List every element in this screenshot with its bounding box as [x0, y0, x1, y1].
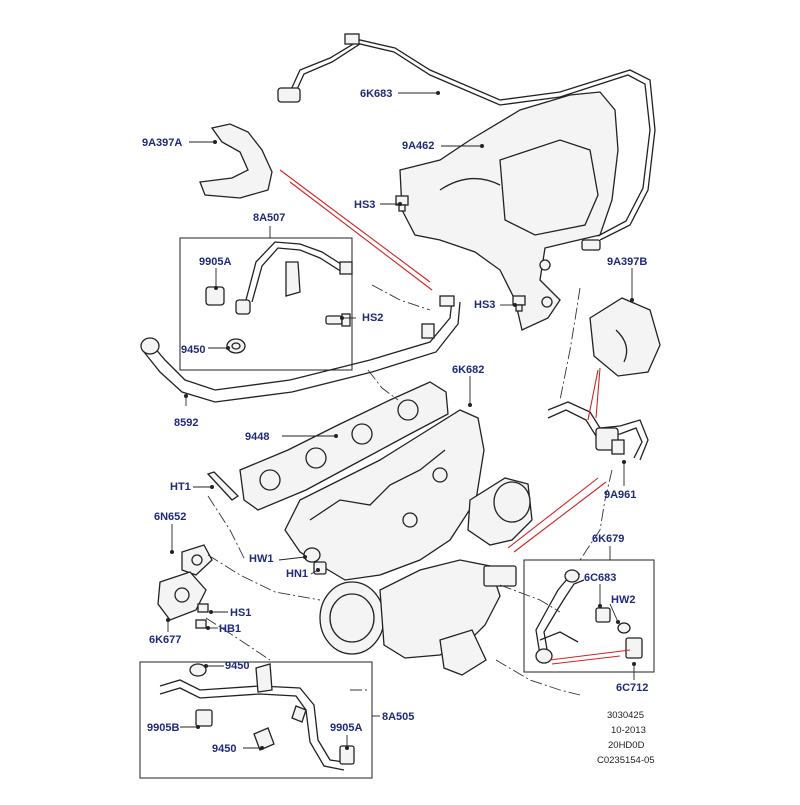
callout-6c712: 6C712 — [616, 682, 649, 694]
callout-9a961: 9A961 — [604, 489, 637, 501]
flange-6n652 — [181, 544, 213, 576]
box-8a507 — [179, 237, 353, 371]
manifold-6k682 — [284, 409, 485, 581]
reference-code: 20HD0D — [608, 740, 645, 751]
bolt-hs3-lower — [512, 295, 526, 312]
callout-6c683: 6C683 — [584, 572, 617, 584]
box-6k679 — [523, 559, 655, 673]
pipe-6k683 — [277, 33, 656, 251]
flange-6k677 — [157, 571, 209, 629]
gasket-9448 — [239, 381, 449, 511]
callout-hw2: HW2 — [611, 594, 636, 606]
connector-6c683 — [595, 607, 611, 623]
callout-9905a-upper: 9905A — [199, 256, 232, 268]
turbocharger — [319, 477, 533, 676]
callout-6k677: 6K677 — [149, 634, 182, 646]
callout-8a505: 8A505 — [382, 711, 415, 723]
callout-8a507: 8A507 — [253, 212, 286, 224]
callout-9450-upper: 9450 — [181, 344, 206, 356]
callout-hn1: HN1 — [286, 568, 309, 580]
bolt-hs3-upper — [395, 195, 409, 212]
callout-9905b: 9905B — [147, 722, 180, 734]
reference-id: C0235154-05 — [597, 755, 655, 766]
callout-hs2: HS2 — [362, 312, 384, 324]
callout-hs3-lower: HS3 — [474, 299, 496, 311]
callout-6k682: 6K682 — [452, 364, 485, 376]
callout-hs1: HS1 — [230, 607, 252, 619]
callout-8592: 8592 — [174, 417, 199, 429]
callout-9450-lower: 9450 — [212, 743, 237, 755]
shield-9a397a — [199, 123, 273, 199]
callout-6k679: 6K679 — [592, 533, 625, 545]
callout-9a397a: 9A397A — [142, 137, 183, 149]
callout-9450-middle: 9450 — [225, 660, 250, 672]
callout-hs3-upper: HS3 — [354, 199, 376, 211]
heat-shield-9a462 — [399, 91, 619, 331]
assembly-lines — [205, 284, 613, 696]
callout-9905a-lower: 9905A — [330, 722, 363, 734]
red-alignment-lines — [279, 169, 631, 665]
pipe-6k679 — [535, 569, 585, 664]
washer-hw1 — [303, 547, 321, 563]
bolt-hs2 — [325, 313, 351, 327]
connector-6c712 — [625, 637, 643, 659]
shield-9a397b — [589, 297, 661, 377]
box-8a505 — [139, 661, 373, 779]
reference-number: 3030425 — [607, 710, 644, 721]
reference-date: 10-2013 — [611, 725, 646, 736]
callout-9448: 9448 — [245, 431, 270, 443]
pipe-8a505 — [159, 663, 355, 771]
pipe-9a961 — [547, 401, 649, 461]
pipe-8592 — [140, 295, 461, 403]
callout-9a397b: 9A397B — [607, 256, 648, 268]
leader-lines — [166, 91, 636, 750]
callout-hw1: HW1 — [249, 553, 274, 565]
nut-hn1 — [313, 561, 327, 575]
callout-6n652: 6N652 — [154, 511, 187, 523]
callout-9a462: 9A462 — [402, 140, 435, 152]
callout-hb1: HB1 — [219, 623, 242, 635]
washer-hw2 — [617, 622, 631, 634]
callout-6k683: 6K683 — [360, 88, 393, 100]
stud-ht1 — [206, 471, 240, 501]
pipe-8a507 — [205, 241, 353, 354]
callout-ht1: HT1 — [170, 481, 191, 493]
